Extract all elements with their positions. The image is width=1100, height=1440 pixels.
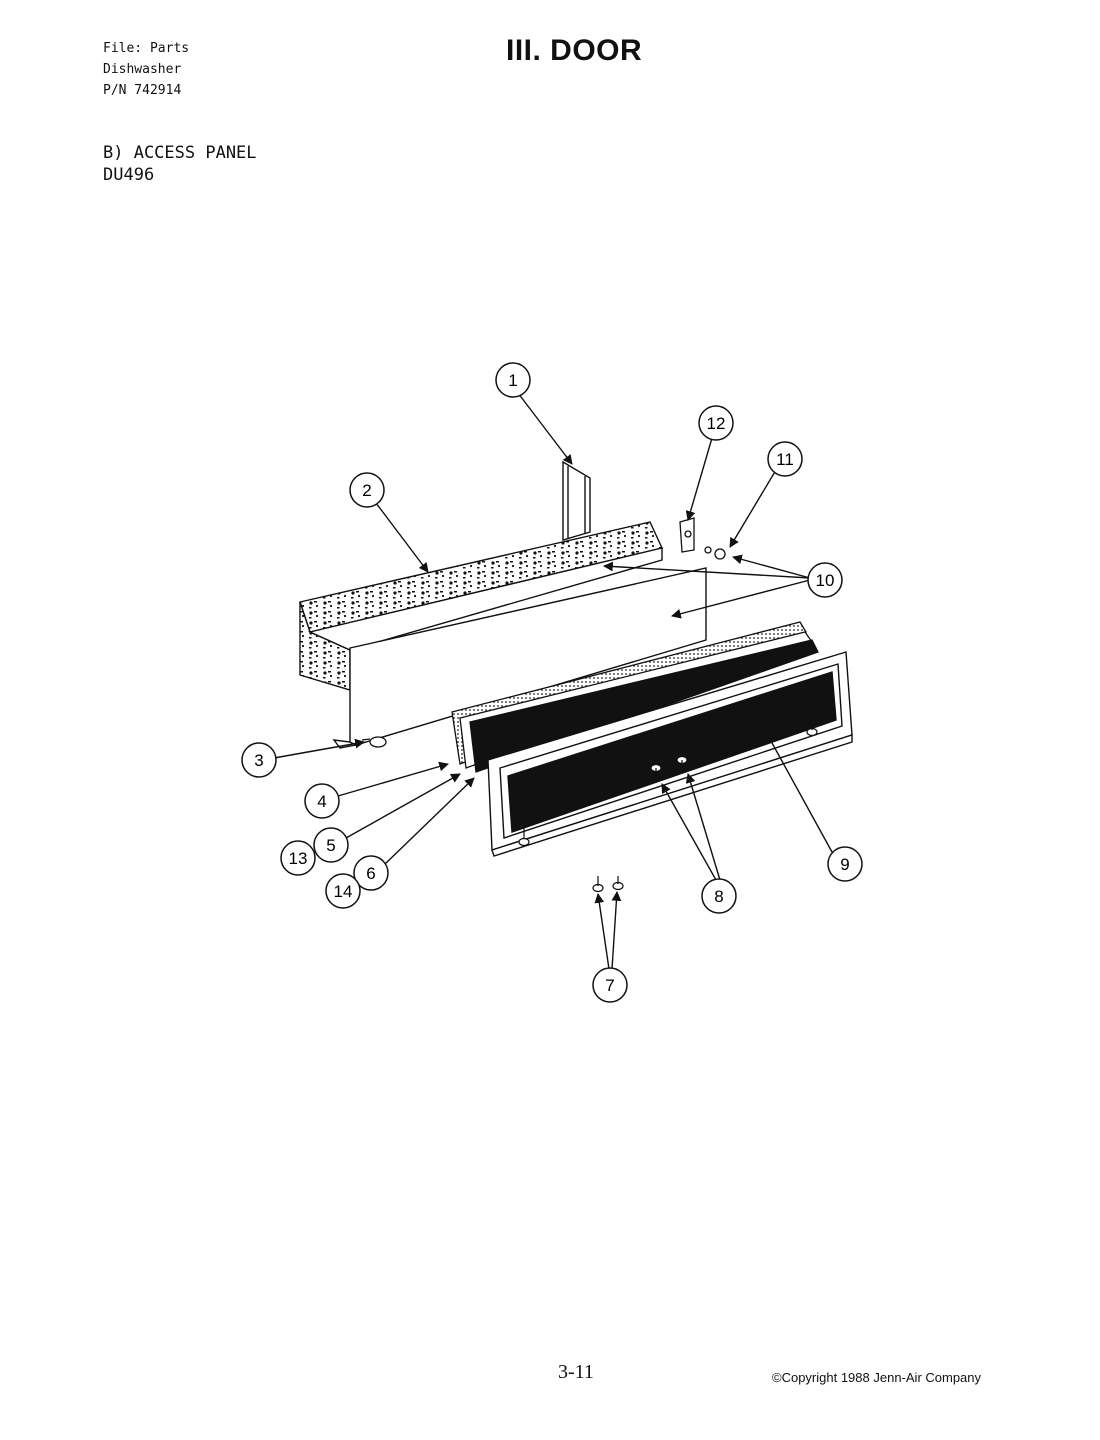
svg-text:12: 12 xyxy=(707,414,726,433)
svg-text:7: 7 xyxy=(605,976,614,995)
file-info: File: Parts Dishwasher P/N 742914 xyxy=(103,38,189,101)
callout-10: 10 xyxy=(807,562,843,598)
file-line: P/N 742914 xyxy=(103,83,182,98)
svg-text:11: 11 xyxy=(776,450,794,469)
svg-text:1: 1 xyxy=(508,371,517,390)
callout-11: 11 xyxy=(767,441,803,477)
callout-12: 12 xyxy=(698,405,734,441)
file-line: Dishwasher xyxy=(103,62,182,77)
screw-set xyxy=(518,724,818,893)
callout-2: 2 xyxy=(349,472,385,508)
callout-4: 4 xyxy=(304,783,340,819)
page-title: III. DOOR xyxy=(506,34,643,67)
bracket-part xyxy=(562,460,591,541)
callout-7: 7 xyxy=(592,967,628,1003)
section-heading: B) ACCESS PANEL xyxy=(103,143,257,163)
screw-part xyxy=(361,736,387,748)
callout-1: 1 xyxy=(495,362,531,398)
section-block: B) ACCESS PANEL DU496 xyxy=(103,142,257,186)
callout-13: 13 xyxy=(280,840,316,876)
insulation-part xyxy=(299,521,663,691)
svg-text:10: 10 xyxy=(816,571,835,590)
svg-text:3: 3 xyxy=(254,751,263,770)
svg-text:6: 6 xyxy=(366,864,375,883)
page-number: 3-11 xyxy=(558,1361,594,1383)
copyright-notice: ©Copyright 1988 Jenn-Air Company xyxy=(772,1370,982,1385)
leader-lines xyxy=(273,392,833,970)
svg-text:2: 2 xyxy=(362,481,371,500)
file-line: File: Parts xyxy=(103,41,190,56)
callout-6: 6 xyxy=(353,855,389,891)
svg-text:8: 8 xyxy=(714,887,723,906)
callout-14: 14 xyxy=(325,873,361,909)
callout-5: 5 xyxy=(313,827,349,863)
svg-text:5: 5 xyxy=(326,836,335,855)
model-number: DU496 xyxy=(103,165,155,185)
callout-8: 8 xyxy=(701,878,737,914)
svg-text:4: 4 xyxy=(317,792,326,811)
svg-text:13: 13 xyxy=(289,849,308,868)
clip-part xyxy=(679,517,695,553)
trim-frame-part xyxy=(487,651,853,857)
nut-part xyxy=(704,546,726,560)
svg-text:14: 14 xyxy=(334,882,353,901)
svg-text:9: 9 xyxy=(840,855,849,874)
callout-9: 9 xyxy=(827,846,863,882)
callout-3: 3 xyxy=(241,742,277,778)
